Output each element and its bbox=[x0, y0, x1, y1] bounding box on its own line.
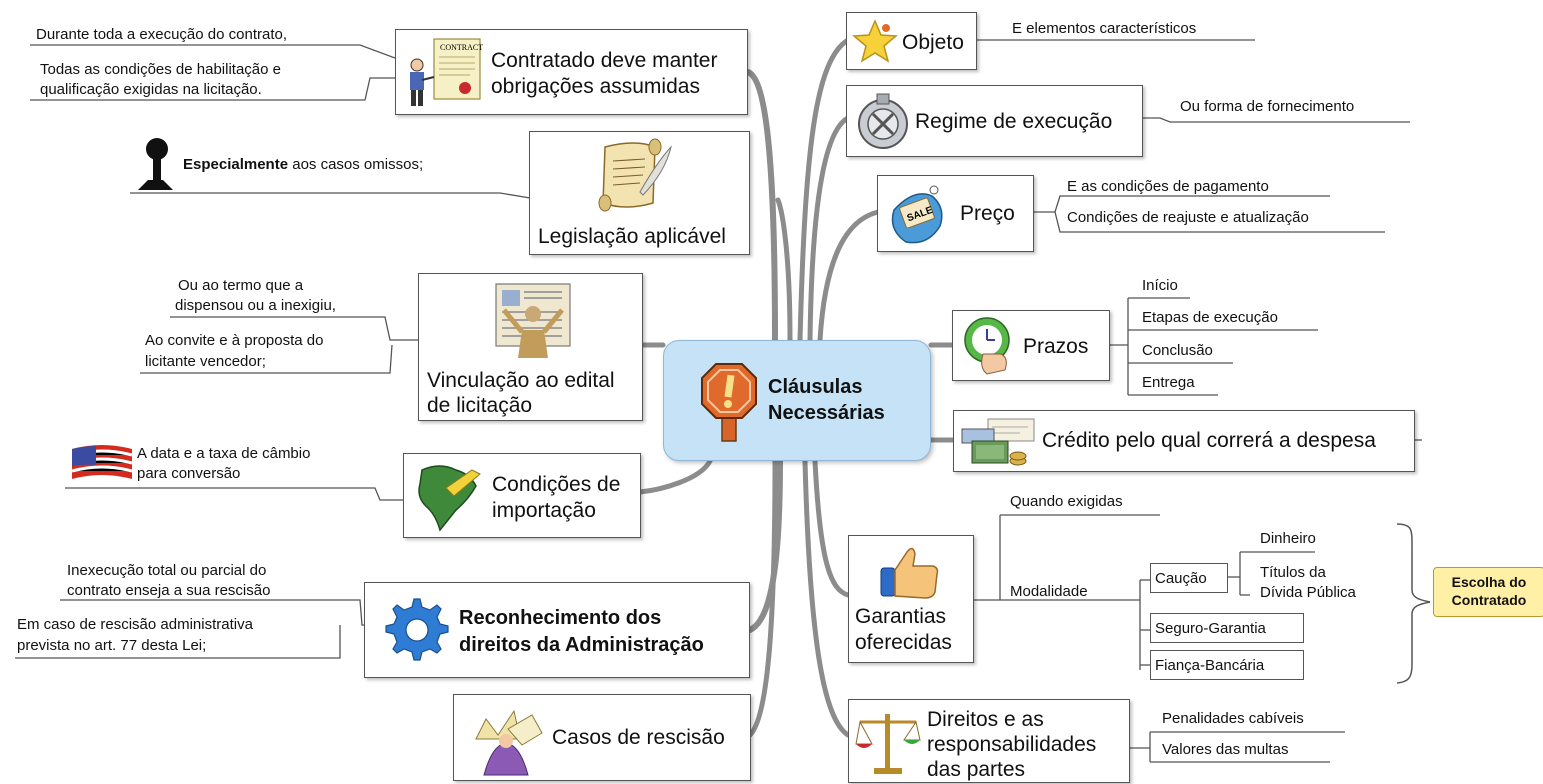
node-fianca-bancaria[interactable]: Fiança-Bancária bbox=[1150, 650, 1304, 680]
legislacao-label: Legislação aplicável bbox=[538, 225, 726, 248]
thinker-silhouette-icon bbox=[138, 138, 173, 190]
svg-text:CONTRACT: CONTRACT bbox=[440, 43, 483, 52]
regime-label: Regime de execução bbox=[915, 110, 1113, 133]
node-rescisao[interactable]: Casos de rescisão bbox=[453, 694, 751, 781]
rescisao-label: Casos de rescisão bbox=[552, 726, 725, 749]
note-especialmente: Especialmente aos casos omissos; bbox=[183, 156, 424, 173]
node-seguro-garantia[interactable]: Seguro-Garantia bbox=[1150, 613, 1304, 643]
note-convite-2: licitante vencedor; bbox=[145, 353, 266, 370]
note-termo-2: dispensou ou a inexigiu, bbox=[175, 297, 336, 314]
note-fornecimento: Ou forma de fornecimento bbox=[1180, 98, 1355, 115]
note-inexecucao-2: contrato enseja a sua rescisão bbox=[67, 582, 271, 599]
node-credito[interactable]: Crédito pelo qual correrá a despesa bbox=[953, 410, 1415, 472]
node-vinculacao[interactable]: Vinculação ao edital de licitação bbox=[418, 273, 643, 421]
note-dinheiro: Dinheiro bbox=[1260, 530, 1316, 547]
node-direitos[interactable]: Direitos e as responsabilidades das part… bbox=[848, 699, 1130, 783]
caucao-label: Caução bbox=[1155, 570, 1207, 587]
garantias-line2: oferecidas bbox=[855, 631, 952, 654]
prazo-etapas: Etapas de execução bbox=[1142, 309, 1278, 326]
star-icon bbox=[852, 19, 898, 63]
prazo-inicio: Início bbox=[1142, 277, 1178, 294]
node-objeto[interactable]: Objeto bbox=[846, 12, 977, 70]
note-multas: Valores das multas bbox=[1162, 741, 1289, 758]
node-legislacao[interactable]: Legislação aplicável bbox=[529, 131, 750, 255]
money-cheque-icon bbox=[961, 418, 1035, 466]
note-habilitacao-2: qualificação exigidas na licitação. bbox=[40, 81, 262, 98]
note-termo-1: Ou ao termo que a bbox=[178, 277, 304, 294]
vinculacao-line2: de licitação bbox=[427, 394, 533, 417]
balance-scale-icon bbox=[855, 714, 921, 774]
torn-papers-icon bbox=[475, 709, 543, 776]
usa-flag-icon bbox=[71, 445, 133, 479]
note-modalidade: Modalidade bbox=[1010, 583, 1088, 600]
thumbs-up-icon bbox=[880, 547, 939, 599]
importacao-line1: Condições de bbox=[492, 473, 621, 496]
prazo-conclusao: Conclusão bbox=[1142, 342, 1213, 359]
note-cambio-2: para conversão bbox=[137, 465, 241, 482]
node-preco[interactable]: SALE Preço bbox=[877, 175, 1034, 252]
note-art77-2: prevista no art. 77 desta Lei; bbox=[17, 637, 207, 654]
contratado-line2: obrigações assumidas bbox=[491, 75, 700, 98]
importacao-line2: importação bbox=[492, 499, 596, 522]
contratado-line1: Contratado deve manter bbox=[491, 49, 718, 72]
note-habilitacao-1: Todas as condições de habilitação e bbox=[40, 61, 281, 78]
garantias-line1: Garantias bbox=[855, 605, 947, 628]
reconhecimento-line2: direitos da Administração bbox=[459, 634, 704, 656]
note-pagamento: E as condições de pagamento bbox=[1067, 178, 1269, 195]
note-durante: Durante toda a execução do contrato, bbox=[36, 26, 288, 43]
note-titulos-2: Dívida Pública bbox=[1260, 584, 1356, 601]
sale-tag-icon: SALE bbox=[891, 185, 943, 244]
note-inexecucao-1: Inexecução total ou parcial do bbox=[67, 562, 267, 579]
note-art77-1: Em caso de rescisão administrativa bbox=[17, 616, 253, 633]
direitos-line3: das partes bbox=[927, 758, 1026, 781]
node-caucao[interactable]: Caução bbox=[1150, 563, 1228, 593]
node-reconhecimento[interactable]: Reconhecimento dos direitos da Administr… bbox=[364, 582, 750, 678]
node-importacao[interactable]: Condições de importação bbox=[403, 453, 641, 538]
node-garantias[interactable]: Garantias oferecidas bbox=[848, 535, 974, 663]
direitos-line1: Direitos e as bbox=[927, 708, 1044, 731]
note-escolha-contratado[interactable]: Escolha do Contratado bbox=[1433, 567, 1543, 617]
note-quando-exigidas: Quando exigidas bbox=[1010, 493, 1123, 510]
direitos-line2: responsabilidades bbox=[927, 733, 1097, 756]
valve-wheel-icon bbox=[858, 93, 908, 149]
clock-hand-icon bbox=[964, 317, 1010, 375]
note-cambio-1: A data e a taxa de câmbio bbox=[137, 445, 311, 462]
preco-label: Preço bbox=[960, 202, 1015, 225]
objeto-label: Objeto bbox=[902, 31, 964, 54]
central-title-line1: Cláusulas bbox=[768, 376, 863, 398]
vinculacao-line1: Vinculação ao edital bbox=[427, 369, 615, 392]
prazos-label: Prazos bbox=[1023, 335, 1089, 358]
gear-icon bbox=[385, 598, 449, 661]
credito-label: Crédito pelo qual correrá a despesa bbox=[1042, 429, 1376, 452]
note-convite-1: Ao convite e à proposta do bbox=[145, 332, 324, 349]
note-elementos: E elementos característicos bbox=[1012, 20, 1197, 37]
fianca-label: Fiança-Bancária bbox=[1155, 657, 1265, 674]
note-penalidades: Penalidades cabíveis bbox=[1162, 710, 1304, 727]
note-titulos-1: Títulos da bbox=[1260, 564, 1326, 581]
scroll-quill-icon bbox=[598, 138, 672, 212]
central-node[interactable]: Cláusulas Necessárias bbox=[663, 340, 931, 461]
node-prazos[interactable]: Prazos bbox=[952, 310, 1110, 381]
node-contratado[interactable]: CONTRACT Contratado deve manter obrigaçõ… bbox=[395, 29, 748, 115]
central-title-line2: Necessárias bbox=[768, 402, 885, 424]
contract-icon: CONTRACT bbox=[410, 38, 483, 106]
document-reader-icon bbox=[495, 283, 571, 358]
seguro-label: Seguro-Garantia bbox=[1155, 620, 1266, 637]
node-regime[interactable]: Regime de execução bbox=[846, 85, 1143, 157]
brazil-map-icon bbox=[418, 465, 481, 532]
reconhecimento-line1: Reconhecimento dos bbox=[459, 607, 662, 629]
prazo-entrega: Entrega bbox=[1142, 374, 1195, 391]
note-reajuste: Condições de reajuste e atualização bbox=[1067, 209, 1309, 226]
warning-sign-icon bbox=[701, 363, 757, 442]
